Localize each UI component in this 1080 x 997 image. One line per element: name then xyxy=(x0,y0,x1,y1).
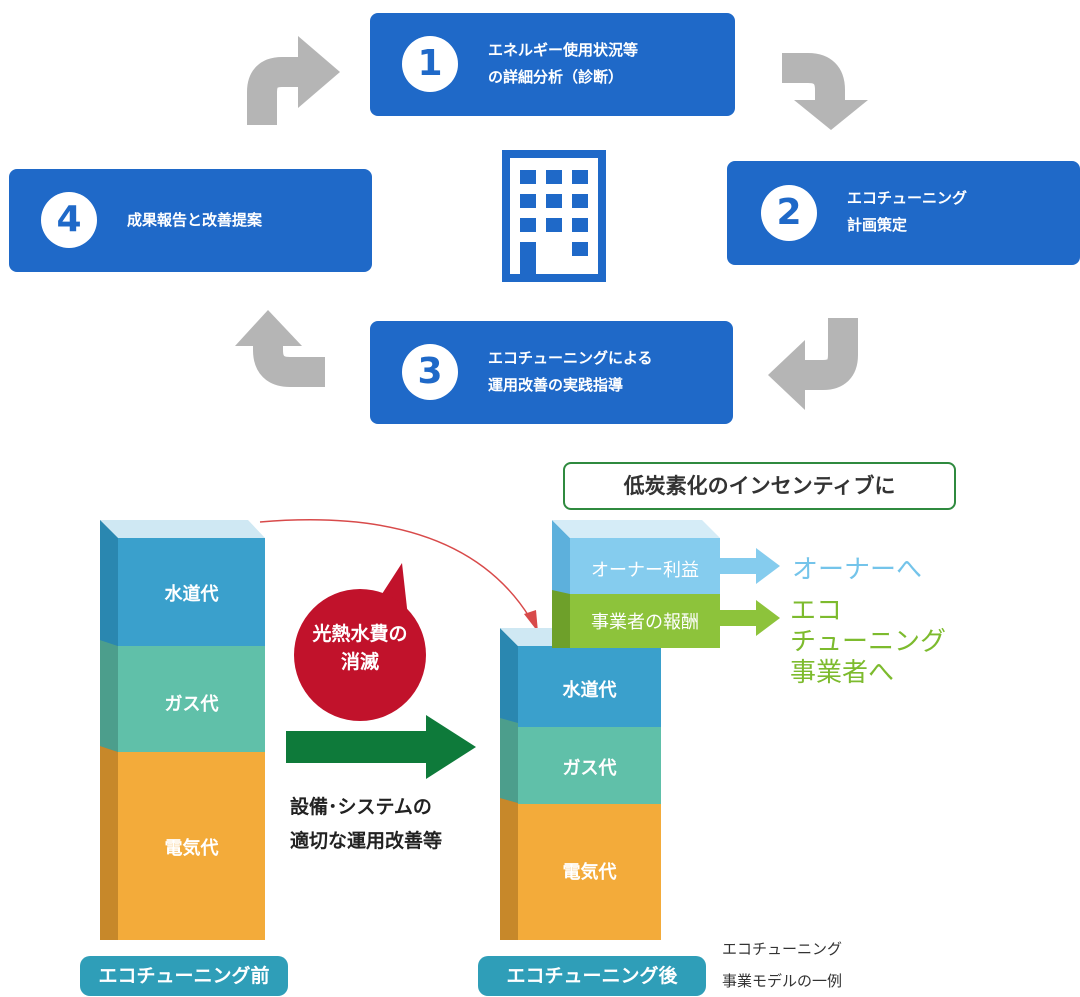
arrow-up-right-icon xyxy=(247,57,300,125)
before-gas: ガス代 xyxy=(118,646,265,752)
step-4-number: 4 xyxy=(41,192,97,248)
improvement-arrow xyxy=(286,715,476,779)
operator-reward-label: 事業者の報酬 xyxy=(591,612,699,633)
before-water: 水道代 xyxy=(118,538,265,646)
step-1-number: 1 xyxy=(402,36,458,92)
before-gas-label: ガス代 xyxy=(164,694,219,715)
cycle-arrows xyxy=(235,36,868,410)
step-1-text: エネルギー使用状況等 の詳細分析（診断） xyxy=(488,41,639,86)
after-top-3d xyxy=(552,520,720,648)
arrow-head-bottomright xyxy=(768,340,805,410)
to-operator-text: エコ チューニング 事業者へ xyxy=(790,596,947,688)
after-electric-label: 電気代 xyxy=(562,862,617,883)
arrow-down-left-icon xyxy=(800,318,858,390)
before-tag: エコチューニング前 xyxy=(80,956,288,996)
owner-arrow-icon xyxy=(720,548,780,584)
after-water: 水道代 xyxy=(518,646,661,727)
owner-profit: オーナー利益 xyxy=(570,538,720,594)
before-bar: 水道代 ガス代 電気代 xyxy=(118,538,265,940)
arrow-right-down-icon xyxy=(782,53,845,105)
step-2-number: 2 xyxy=(761,185,817,241)
reduction-badge-shape xyxy=(294,563,426,721)
arrow-left-up-icon xyxy=(253,345,325,387)
before-water-label: 水道代 xyxy=(164,584,219,605)
step-3-text: エコチューニングによる 運用改善の実践指導 xyxy=(488,349,653,394)
reduction-badge-text: 光熱水費の 消滅 xyxy=(312,623,408,673)
to-owner-text: オーナーへ xyxy=(792,555,923,585)
arrow-head-topright xyxy=(794,100,868,130)
before-electric: 電気代 xyxy=(118,752,265,940)
reduction-curve-arrow xyxy=(259,519,538,632)
incentive-label: 低炭素化のインセンティブに xyxy=(563,462,956,510)
after-tag: エコチューニング後 xyxy=(478,956,706,996)
caption: エコチューニング 事業モデルの一例 xyxy=(722,940,843,990)
step-3: 3 エコチューニングによる 運用改善の実践指導 xyxy=(370,321,733,424)
before-electric-label: 電気代 xyxy=(164,838,219,859)
after-gas: ガス代 xyxy=(518,727,661,804)
owner-profit-label: オーナー利益 xyxy=(591,560,699,581)
step-2: 2 エコチューニング 計画策定 xyxy=(727,161,1080,265)
step-1: 1 エネルギー使用状況等 の詳細分析（診断） xyxy=(370,13,735,116)
building-icon xyxy=(502,150,606,282)
arrow-head-bottomleft xyxy=(235,310,302,346)
before-bar-3d xyxy=(100,520,265,940)
step-3-number: 3 xyxy=(402,344,458,400)
operator-reward: 事業者の報酬 xyxy=(570,594,720,648)
arrow-head-topleft xyxy=(298,36,340,108)
operator-arrow-icon xyxy=(720,600,780,636)
after-gas-label: ガス代 xyxy=(562,758,617,779)
step-4-text: 成果報告と改善提案 xyxy=(127,211,263,229)
after-bar: 水道代 ガス代 電気代 xyxy=(518,646,661,940)
step-4: 4 成果報告と改善提案 xyxy=(9,169,372,272)
after-electric: 電気代 xyxy=(518,804,661,940)
step-2-text: エコチューニング 計画策定 xyxy=(847,189,968,234)
improvement-text: 設備･システムの 適切な運用改善等 xyxy=(290,796,443,852)
after-water-label: 水道代 xyxy=(562,680,617,701)
